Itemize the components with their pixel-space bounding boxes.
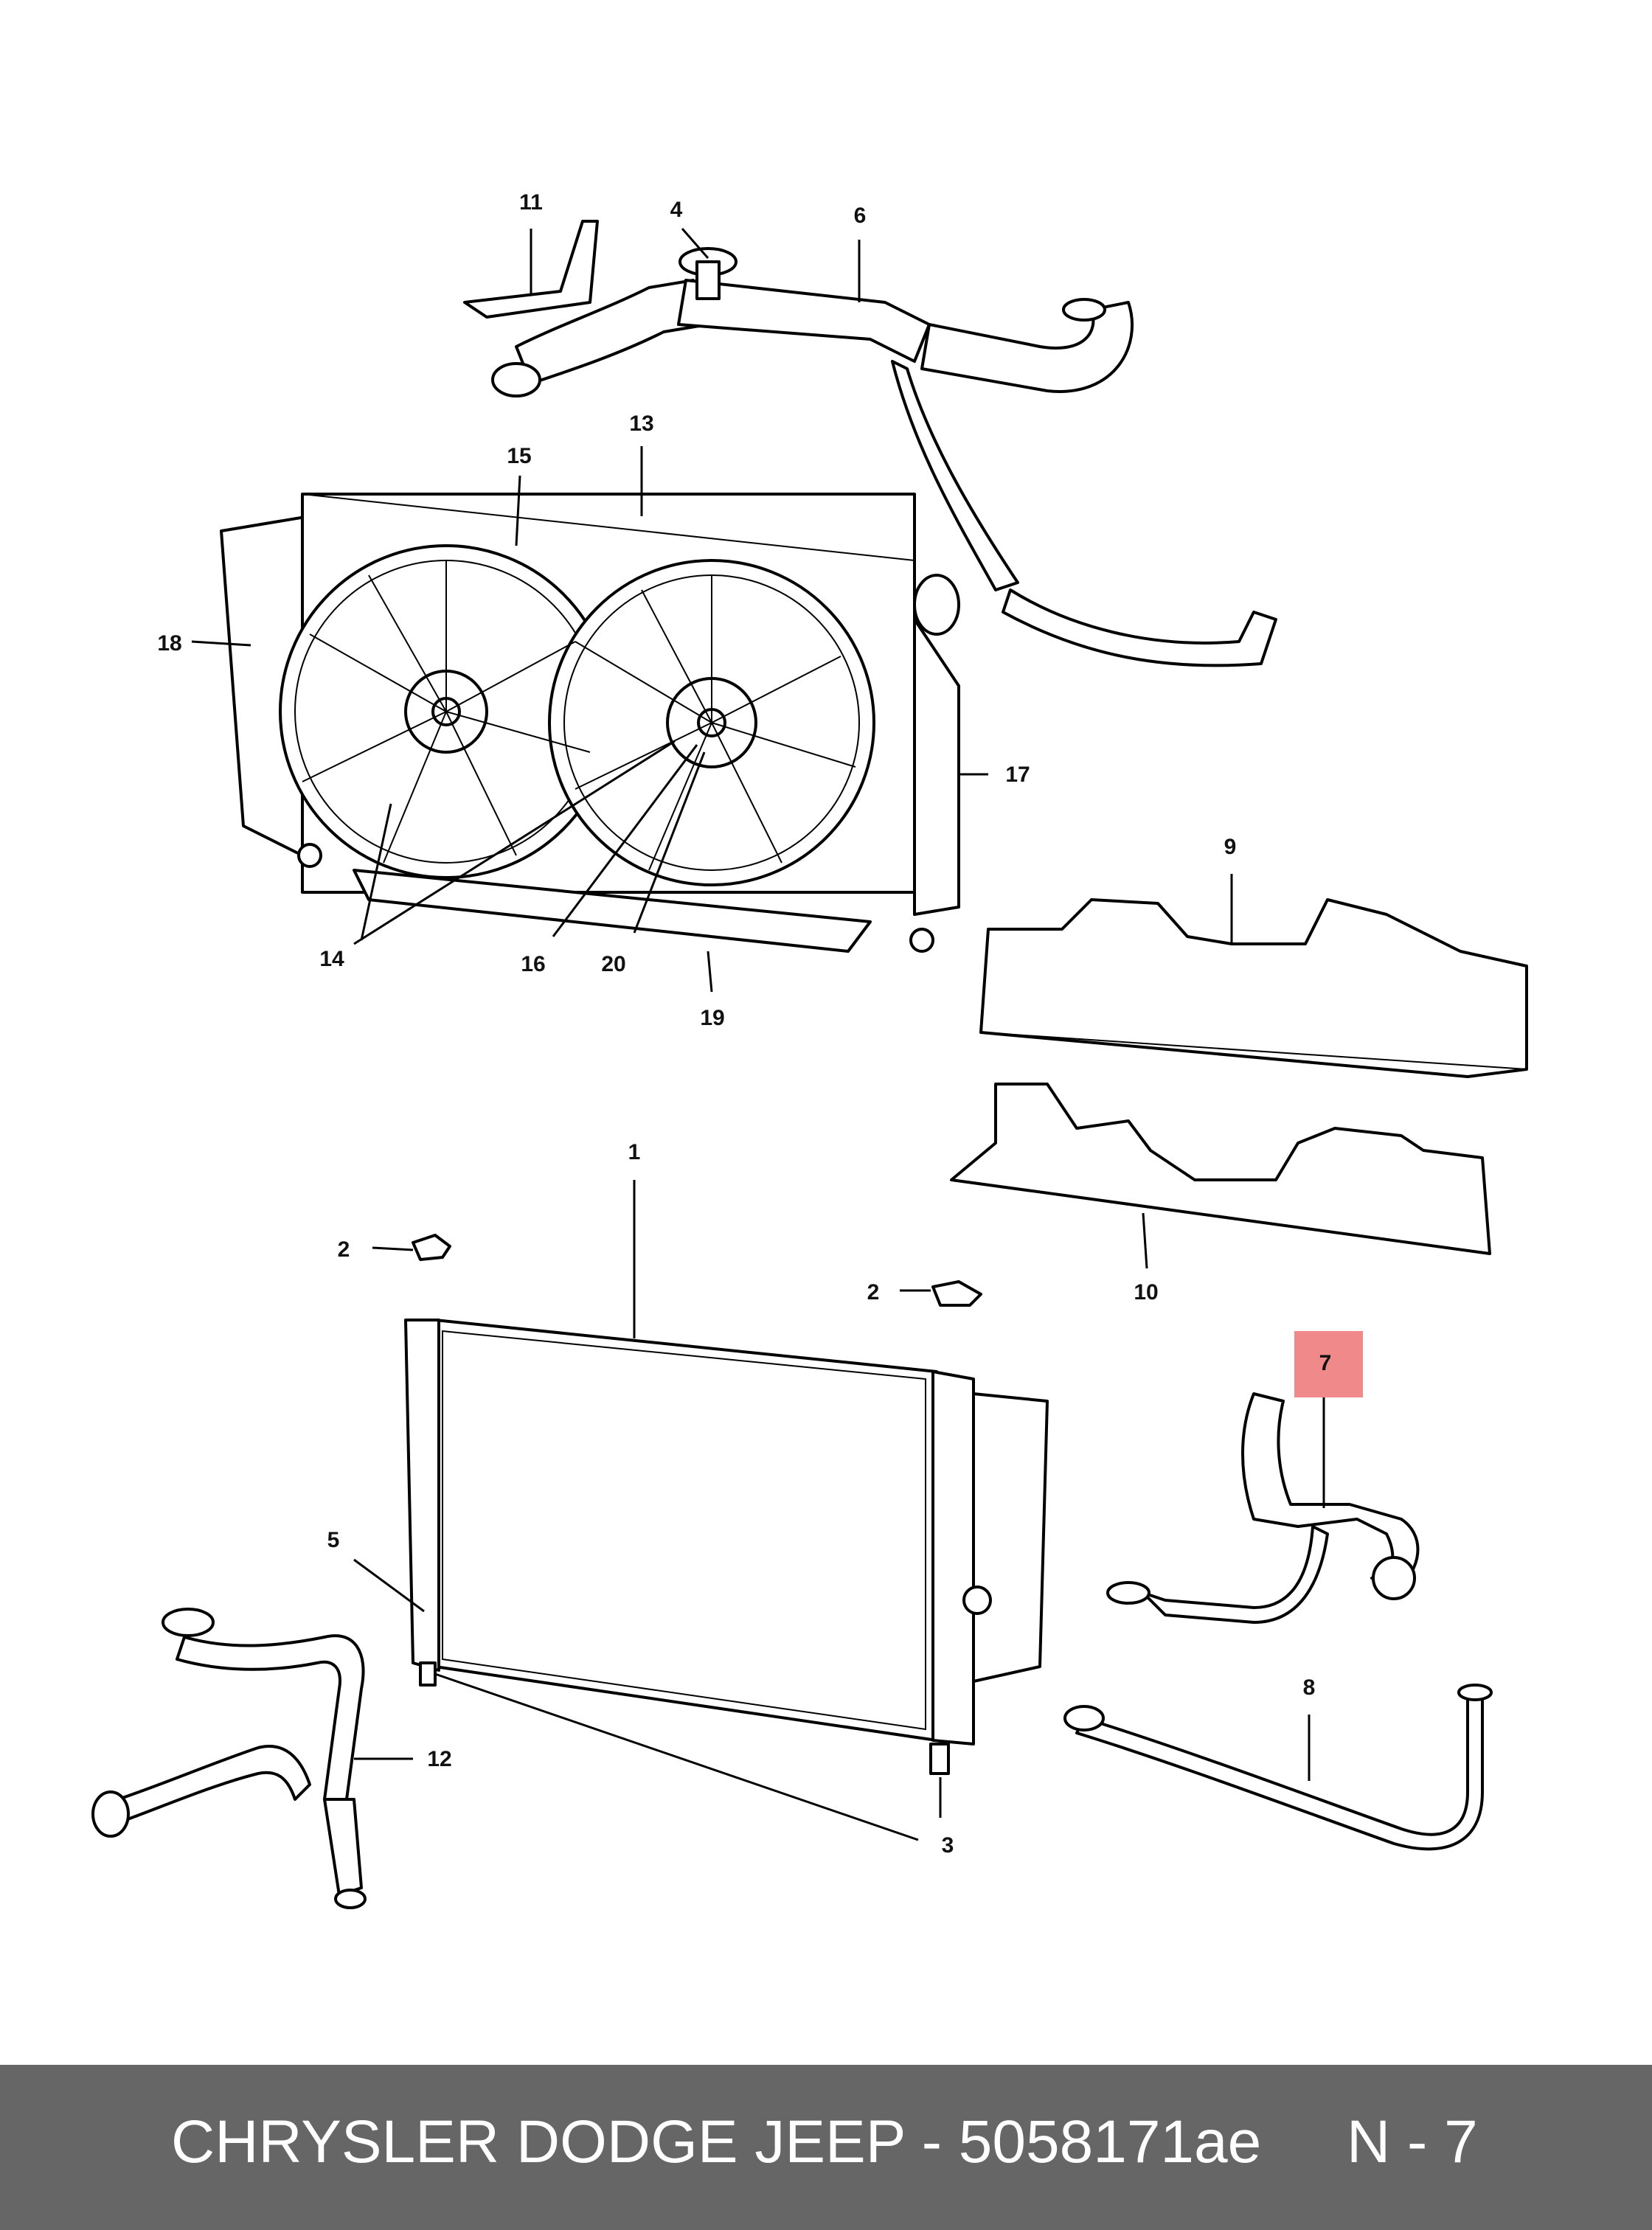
callout-1: 1 bbox=[628, 1140, 641, 1164]
upper-hose-assembly bbox=[463, 220, 1277, 667]
callout-2-left: 2 bbox=[338, 1237, 350, 1262]
diagram-code: N - 7 bbox=[1347, 2108, 1478, 2175]
callout-19: 19 bbox=[700, 1006, 724, 1030]
callout-12: 12 bbox=[427, 1747, 451, 1771]
footer-banner: CHRYSLER DODGE JEEP - 5058171ae N - 7 bbox=[0, 2065, 1652, 2230]
leader-lines bbox=[191, 228, 1325, 1841]
callout-17: 17 bbox=[1005, 763, 1030, 787]
callout-5: 5 bbox=[327, 1528, 340, 1552]
callout-8: 8 bbox=[1303, 1675, 1316, 1700]
callout-20: 20 bbox=[601, 952, 625, 976]
callout-labels: 11 4 6 13 15 18 17 14 16 20 19 9 10 1 2 … bbox=[157, 190, 1331, 1858]
callout-14: 14 bbox=[319, 947, 344, 971]
air-deflectors bbox=[950, 898, 1528, 1255]
callout-9: 9 bbox=[1224, 835, 1237, 859]
callout-6: 6 bbox=[854, 204, 867, 228]
callout-4: 4 bbox=[670, 198, 683, 222]
hose-12 bbox=[91, 1608, 367, 1909]
callout-11: 11 bbox=[519, 190, 543, 215]
hose-7 bbox=[1106, 1392, 1420, 1624]
callout-10: 10 bbox=[1134, 1280, 1158, 1305]
callout-13: 13 bbox=[629, 411, 653, 436]
callout-2-right: 2 bbox=[867, 1280, 880, 1305]
callout-16: 16 bbox=[521, 952, 545, 976]
callout-3: 3 bbox=[942, 1833, 954, 1858]
callout-7: 7 bbox=[1319, 1351, 1332, 1375]
parts-diagram: 11 4 6 13 15 18 17 14 16 20 19 9 10 1 2 … bbox=[91, 190, 1528, 1909]
callout-18: 18 bbox=[157, 631, 181, 656]
fan-shroud-assembly bbox=[220, 493, 960, 953]
radiator bbox=[404, 1319, 1049, 1746]
callout-highlight-box bbox=[1294, 1331, 1363, 1397]
callout-15: 15 bbox=[507, 444, 531, 468]
hose-8 bbox=[1063, 1684, 1493, 1851]
part-title: CHRYSLER DODGE JEEP - 5058171ae bbox=[171, 2108, 1262, 2175]
